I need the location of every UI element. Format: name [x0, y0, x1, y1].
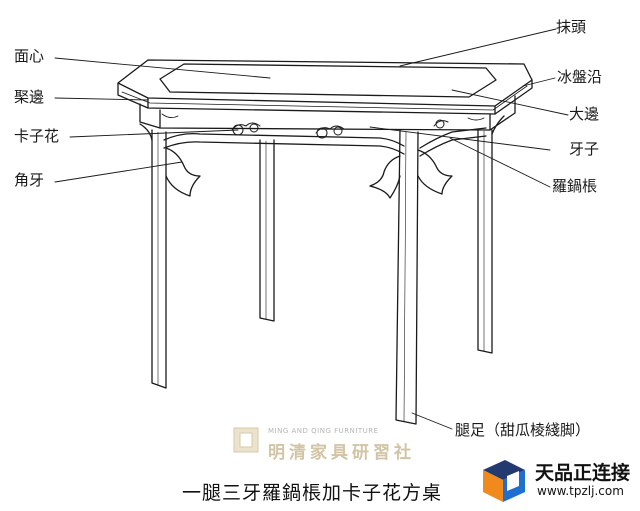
corner-spandrel-left	[165, 147, 201, 197]
label-bingpanyan: 冰盤沿	[557, 68, 603, 86]
tabletop-panel	[159, 63, 497, 98]
leader-liangbian	[54, 97, 149, 101]
brand-url[interactable]: www.tpzlj.com	[537, 484, 624, 498]
leader-bingpanyan	[522, 77, 556, 87]
label-yazi: 牙子	[569, 140, 600, 158]
label-mianxin: 面心	[14, 47, 45, 65]
watermark-english: MING AND QING FURNITURE	[268, 427, 379, 435]
label-dabian: 大邊	[569, 105, 600, 123]
leader-luoguochang	[449, 137, 551, 188]
label-kazihua: 卡子花	[14, 127, 60, 145]
brand-name: 天品正连接	[535, 462, 631, 484]
leader-motou	[399, 28, 557, 67]
leader-kazihua	[69, 129, 239, 138]
leg-front-left	[151, 129, 167, 389]
leader-mianxin	[54, 57, 271, 79]
leader-tuizu	[411, 412, 453, 430]
brand-logo-icon	[483, 460, 525, 502]
label-luoguochang: 羅鍋棖	[552, 177, 598, 195]
label-jiaoya: 角牙	[14, 171, 45, 189]
leg-front-right	[395, 129, 419, 425]
watermark-chinese: 明清家具研習社	[268, 443, 415, 463]
label-motou: 抹頭	[556, 18, 587, 36]
watermark-logo-icon	[233, 427, 259, 453]
humpback-stretcher	[163, 132, 405, 147]
corner-spandrel-right	[369, 155, 401, 199]
label-liangbian: 棸邊	[14, 88, 45, 106]
leader-dabian	[451, 89, 569, 116]
leg-back-left	[259, 139, 275, 322]
leader-jiaoya	[54, 161, 183, 183]
diagram-caption: 一腿三牙羅鍋棖加卡子花方桌	[182, 482, 443, 504]
front-edge	[117, 79, 533, 115]
label-tuizu: 腿足（甜瓜棱綫脚）	[455, 421, 591, 439]
leader-yazi	[369, 126, 551, 151]
leg-back-right	[477, 129, 493, 354]
